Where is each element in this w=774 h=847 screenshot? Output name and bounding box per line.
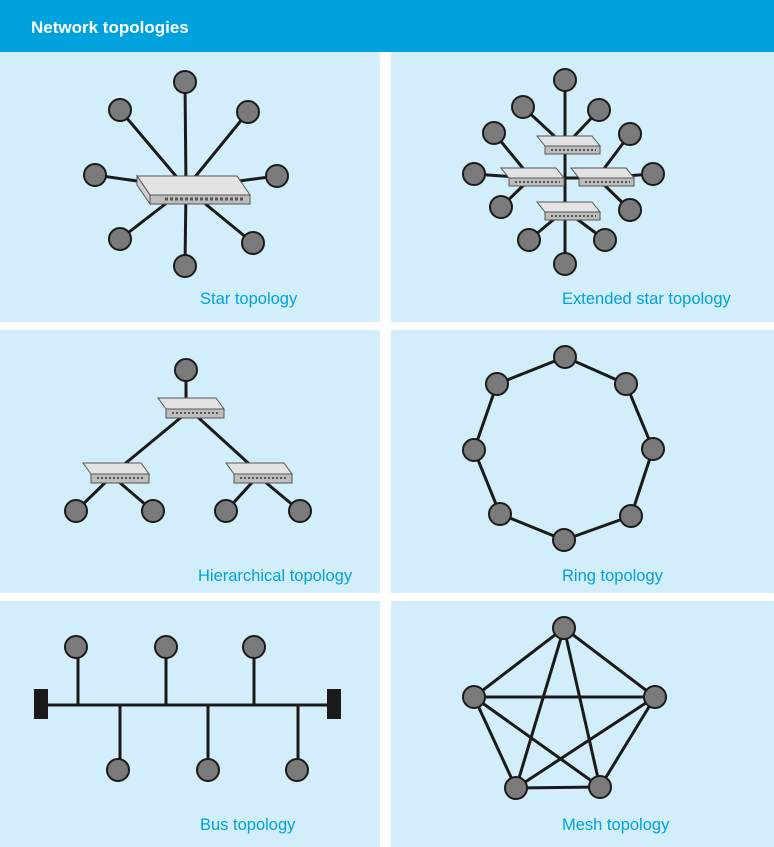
- switch-icon: [82, 462, 150, 484]
- node-icon: [236, 100, 260, 124]
- node-icon: [462, 162, 486, 186]
- node-icon: [641, 437, 665, 461]
- node-icon: [265, 164, 289, 188]
- node-icon: [485, 372, 509, 396]
- node-icon: [511, 95, 535, 119]
- node-icon: [552, 616, 576, 640]
- panel-bus: Bus topology: [0, 601, 380, 847]
- node-icon: [488, 502, 512, 526]
- star-topology-diagram: [83, 70, 289, 278]
- panel-hierarchical: Hierarchical topology: [0, 330, 380, 593]
- page-title: Network topologies: [31, 18, 189, 37]
- node-icon: [241, 231, 265, 255]
- node-icon: [587, 98, 611, 122]
- bus-terminator-left: [34, 689, 48, 719]
- header-bar: Network topologies: [0, 0, 774, 52]
- node-icon: [214, 499, 238, 523]
- node-icon: [106, 758, 130, 782]
- node-icon: [285, 758, 309, 782]
- node-icon: [141, 499, 165, 523]
- switch-icon: [569, 167, 636, 187]
- node-icon: [614, 372, 638, 396]
- node-icon: [482, 121, 506, 145]
- node-icon: [643, 685, 667, 709]
- node-icon: [619, 504, 643, 528]
- node-icon: [173, 254, 197, 278]
- node-icon: [173, 70, 197, 94]
- node-icon: [462, 438, 486, 462]
- caption-extended-star: Extended star topology: [562, 290, 731, 308]
- node-icon: [618, 122, 642, 146]
- extended-star-topology-diagram: [462, 68, 665, 276]
- switch-icon: [225, 462, 293, 484]
- node-icon: [462, 685, 486, 709]
- node-icon: [641, 162, 665, 186]
- panel-ring: Ring topology: [391, 330, 774, 593]
- node-icon: [64, 635, 88, 659]
- panel-mesh: Mesh topology: [391, 601, 774, 847]
- node-icon: [242, 635, 266, 659]
- node-icon: [517, 228, 541, 252]
- node-icon: [618, 198, 642, 222]
- node-icon: [83, 163, 107, 187]
- caption-hierarchical: Hierarchical topology: [198, 567, 353, 585]
- ring-topology-diagram: [462, 345, 665, 552]
- switch-icon: [535, 135, 602, 155]
- node-icon: [196, 758, 220, 782]
- node-icon: [108, 227, 132, 251]
- node-icon: [553, 345, 577, 369]
- caption-bus: Bus topology: [200, 816, 296, 834]
- panel-extended-star: Extended star topology: [391, 52, 774, 322]
- hierarchical-topology-diagram: [64, 358, 312, 523]
- bus-topology-diagram: [34, 635, 341, 782]
- switch-icon: [136, 174, 251, 206]
- caption-star: Star topology: [200, 290, 298, 308]
- switch-icon: [157, 397, 225, 419]
- mesh-topology-diagram: [462, 616, 667, 800]
- node-icon: [108, 98, 132, 122]
- bus-terminator-right: [327, 689, 341, 719]
- node-icon: [174, 358, 198, 382]
- node-icon: [288, 499, 312, 523]
- node-icon: [553, 68, 577, 92]
- node-icon: [64, 499, 88, 523]
- node-icon: [553, 252, 577, 276]
- switch-icon: [499, 167, 566, 187]
- node-icon: [504, 776, 528, 800]
- node-icon: [552, 528, 576, 552]
- caption-ring: Ring topology: [562, 567, 663, 585]
- switch-icon: [535, 201, 602, 221]
- caption-mesh: Mesh topology: [562, 816, 670, 834]
- node-icon: [489, 195, 513, 219]
- node-icon: [593, 228, 617, 252]
- node-icon: [154, 635, 178, 659]
- node-icon: [588, 775, 612, 799]
- panel-star: Star topology: [0, 52, 380, 322]
